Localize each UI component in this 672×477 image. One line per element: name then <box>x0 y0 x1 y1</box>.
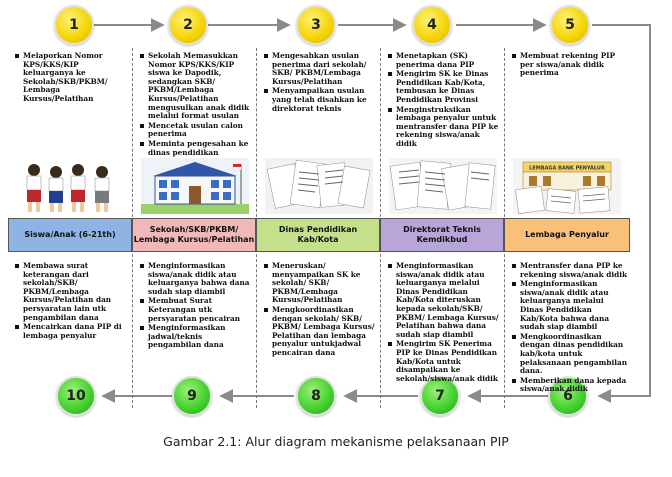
list-item: Mengirim SK ke Dinas Pendidikan Kab/Kota… <box>388 69 502 104</box>
list-item: Meneruskan/ menyampaikan SK ke sekolah/ … <box>264 261 378 305</box>
step-circle-7: 7 <box>420 376 460 416</box>
step-7-list: Menginformasikan siswa/anak didik atau k… <box>381 261 504 384</box>
list-item: Mentransfer dana PIP ke rekening siswa/a… <box>512 261 628 279</box>
step-5-list: Membuat rekening PIP per siswa/anak didi… <box>505 51 630 79</box>
step-circle-4: 4 <box>412 5 452 45</box>
column-siswa: Melaporkan Nomor KPS/KKS/KIP keluarganya… <box>8 48 132 408</box>
list-item: Membuat rekening PIP per siswa/anak didi… <box>512 51 628 78</box>
column-direktorat: Menetapkan (SK) penerima dana PIP Mengir… <box>380 48 504 408</box>
step-circle-6: 6 <box>548 376 588 416</box>
actor-siswa: Siswa/Anak (6-21th) <box>8 218 132 252</box>
list-item: Membuat Surat Keterangan utk persyaratan… <box>140 297 254 323</box>
figure-caption: Gambar 2.1: Alur diagram mekanisme pelak… <box>163 434 509 449</box>
list-item: Menginformasikan siswa/anak didik atau k… <box>388 261 502 339</box>
step-circle-9: 9 <box>172 376 212 416</box>
list-item: Mengkoordinasikan dengan dinas pendidika… <box>512 332 628 376</box>
list-item: Mengesahkan usulan penerima dari sekolah… <box>264 51 378 86</box>
step-8-list: Meneruskan/ menyampaikan SK ke sekolah/ … <box>257 261 380 359</box>
school-building-icon <box>141 158 249 214</box>
list-item: Sekolah Memasukkan Nomor KPS/KKS/KIP sis… <box>140 51 254 121</box>
actor-sekolah: Sekolah/SKB/PKBM/ Lembaga Kursus/Pelatih… <box>132 218 256 252</box>
step-circle-8: 8 <box>296 376 336 416</box>
step-circle-1: 1 <box>54 5 94 45</box>
actor-lembaga-penyalur: Lembaga Penyalur <box>504 218 630 252</box>
column-lembaga-penyalur: Membuat rekening PIP per siswa/anak didi… <box>504 48 630 408</box>
documents-icon <box>389 158 497 214</box>
list-item: Meminta pengesahan ke dinas pendidikan <box>140 139 254 157</box>
list-item: Menginstruksikan lembaga penyalur untuk … <box>388 105 502 149</box>
step-1-list: Melaporkan Nomor KPS/KKS/KIP keluarganya… <box>8 51 132 105</box>
documents-icon <box>265 158 373 214</box>
step-circle-3: 3 <box>296 5 336 45</box>
list-item: Menginformasikan siswa/anak didik atau k… <box>512 279 628 332</box>
step-2-list: Sekolah Memasukkan Nomor KPS/KKS/KIP sis… <box>133 51 256 158</box>
list-item: Menginformasikan jadwal/teknis pengambil… <box>140 323 254 350</box>
list-item: Mencetak usulan calon penerima <box>140 121 254 139</box>
list-item: Mengirim SK Penerima PIP ke Dinas Pendid… <box>388 340 502 383</box>
arrow-5-6 <box>592 24 651 403</box>
step-4-list: Menetapkan (SK) penerima dana PIP Mengir… <box>381 51 504 150</box>
actor-direktorat-teknis: Direktorat Teknis Kemdikbud <box>380 218 504 252</box>
list-item: Mengkoordinasikan dengan sekolah/ SKB/ P… <box>264 305 378 358</box>
list-item: Menetapkan (SK) penerima dana PIP <box>388 51 502 69</box>
list-item: Membawa surat keterangan dari sekolah/SK… <box>15 261 130 322</box>
list-item: Menyampaikan usulan yang telah disahkan … <box>264 87 378 113</box>
step-circle-2: 2 <box>168 5 208 45</box>
column-dinas: Mengesahkan usulan penerima dari sekolah… <box>256 48 380 408</box>
bank-documents-icon: LEMBAGA BANK PENYALUR <box>513 158 621 214</box>
step-6-list: Mentransfer dana PIP ke rekening siswa/a… <box>505 261 630 395</box>
list-item: Memberikan dana kepada siswa/anak didik <box>512 376 628 394</box>
step-circle-10: 10 <box>56 376 96 416</box>
step-9-list: Menginformasikan siswa/anak didik atau k… <box>133 261 256 351</box>
list-item: Menginformasikan siswa/anak didik atau k… <box>140 261 254 296</box>
step-circle-5: 5 <box>550 5 590 45</box>
list-item: Mencairkan dana PIP di lembaga penyalur <box>15 322 130 340</box>
bank-sign: LEMBAGA BANK PENYALUR <box>529 166 605 172</box>
actor-dinas-pendidikan: Dinas Pendidikan Kab/Kota <box>256 218 380 252</box>
step-3-list: Mengesahkan usulan penerima dari sekolah… <box>257 51 380 114</box>
step-10-list: Membawa surat keterangan dari sekolah/SK… <box>8 261 132 341</box>
column-sekolah: Sekolah Memasukkan Nomor KPS/KKS/KIP sis… <box>132 48 256 408</box>
students-icon <box>16 158 124 214</box>
list-item: Melaporkan Nomor KPS/KKS/KIP keluarganya… <box>15 51 130 104</box>
